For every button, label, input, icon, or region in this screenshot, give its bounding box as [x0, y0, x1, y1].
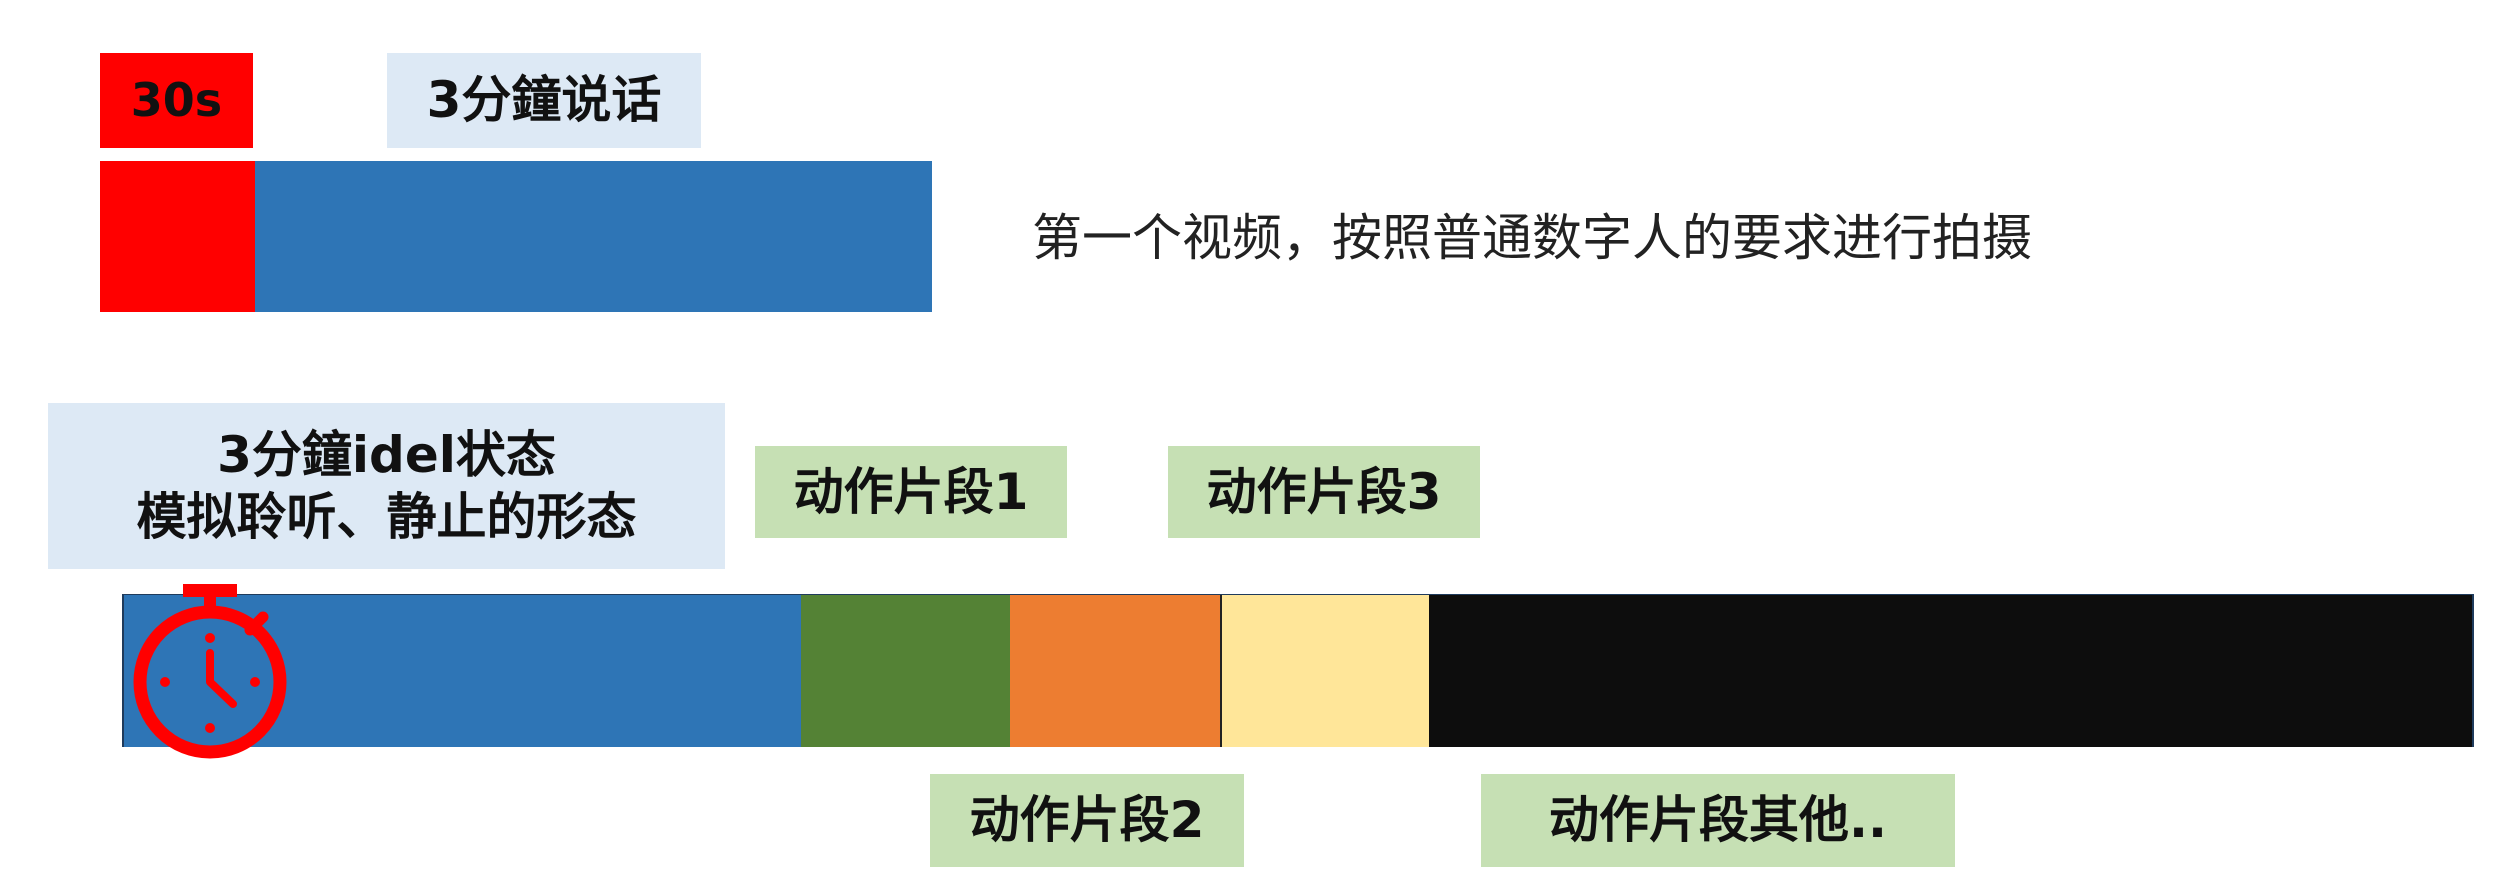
- action-clip-3-label: 动作片段3: [1168, 446, 1480, 538]
- action-clip-2-label: 动作片段2: [930, 774, 1244, 867]
- action-2-segment-orange: [1010, 595, 1220, 747]
- talk-3min-label: 3分鐘说话: [387, 53, 701, 148]
- idle-label-line1: 3分鐘idel状态: [217, 425, 556, 484]
- action-other-segment-black: [1429, 595, 2472, 747]
- action-clip-1-label: 动作片段1: [755, 446, 1067, 538]
- action-3-segment-yellow: [1220, 595, 1429, 747]
- action-clip-other-label: 动作片段其他..: [1481, 774, 1955, 867]
- action-1-segment-green: [801, 595, 1010, 747]
- first-video-description: 第一个视频，按照普通数字人的要求进行拍摄: [1032, 209, 2032, 267]
- idle-state-label: 3分鐘idel状态 模拟聆听、静止的形态: [48, 403, 725, 569]
- stopwatch-icon: [133, 584, 287, 759]
- talk-segment-blue: [255, 161, 932, 312]
- idle-label-line2: 模拟聆听、静止的形态: [136, 488, 637, 546]
- intro-30s-label: 30s: [100, 53, 253, 148]
- intro-segment-red: [100, 161, 255, 312]
